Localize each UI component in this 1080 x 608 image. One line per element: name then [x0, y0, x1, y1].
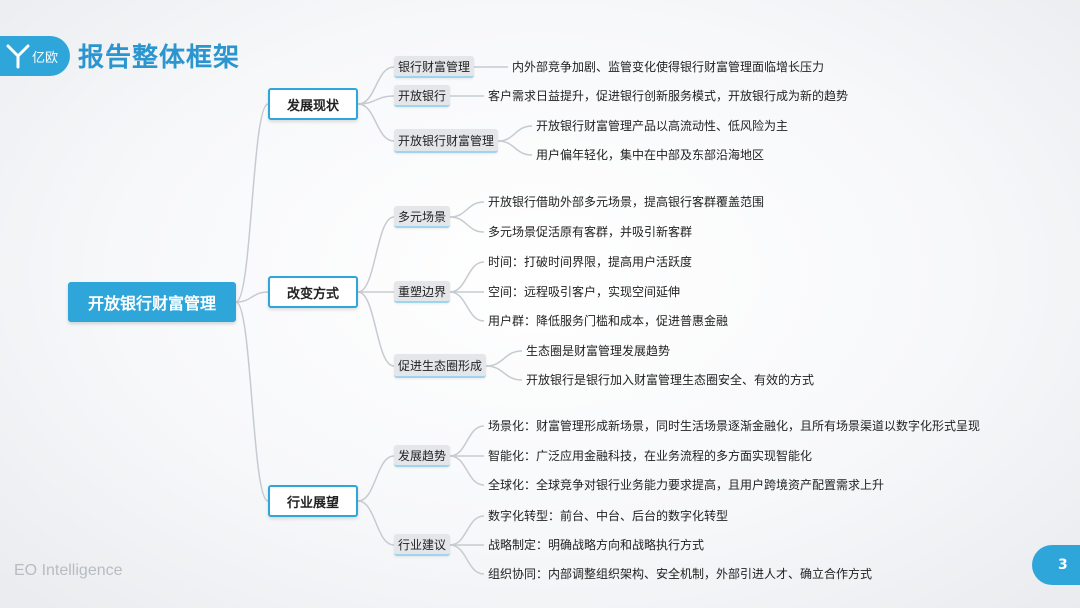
- connector-line: [357, 103, 395, 142]
- topic-development-trends: 发展趋势: [394, 445, 450, 467]
- leaf-text: 开放银行借助外部多元场景，提高银行客群覆盖范围: [488, 195, 765, 209]
- leaf-text: 用户偏年轻化，集中在中部及东部沿海地区: [536, 148, 765, 162]
- topic-bank-wealth-management: 银行财富管理: [394, 56, 474, 78]
- leaf-text: 用户群：降低服务门槛和成本，促进普惠金融: [488, 314, 729, 328]
- topic-open-banking: 开放银行: [394, 85, 450, 107]
- connector-line: [449, 216, 485, 233]
- leaf-text: 空间：远程吸引客户，实现空间延伸: [488, 285, 681, 299]
- topic-reshape-boundaries: 重塑边界: [394, 281, 450, 303]
- leaf-text: 开放银行财富管理产品以高流动性、低风险为主: [536, 119, 789, 133]
- connector-line: [357, 291, 395, 367]
- connector-line: [449, 201, 485, 218]
- mindmap-root: 开放银行财富管理: [68, 282, 236, 322]
- branch-industry-outlook: 行业展望: [268, 485, 358, 517]
- leaf-text: 多元场景促活原有客群，并吸引新客群: [488, 225, 693, 239]
- connector-line: [485, 350, 523, 367]
- topic-industry-suggestions: 行业建议: [394, 534, 450, 556]
- connector-line: [449, 291, 485, 322]
- leaf-text: 战略制定：明确战略方向和战略执行方式: [488, 538, 705, 552]
- leaf-text: 客户需求日益提升，促进银行创新服务模式，开放银行成为新的趋势: [488, 89, 849, 103]
- connector-line: [449, 515, 485, 546]
- connector-line: [357, 95, 395, 105]
- leaf-text: 开放银行是银行加入财富管理生态圈安全、有效的方式: [526, 373, 815, 387]
- topic-ecosystem-formation: 促进生态圈形成: [394, 354, 486, 378]
- connector-line: [235, 291, 269, 303]
- leaf-text: 内外部竞争加剧、监管变化使得银行财富管理面临增长压力: [512, 60, 825, 74]
- leaf-text: 组织协同：内部调整组织架构、安全机制，外部引进人才、确立合作方式: [488, 567, 873, 581]
- topic-diverse-scenarios: 多元场景: [394, 206, 450, 228]
- connector-line: [449, 455, 485, 486]
- page-number: 3: [1032, 545, 1080, 585]
- connector-line: [485, 365, 523, 381]
- connector-line: [357, 66, 395, 105]
- connector-line: [357, 216, 395, 293]
- connector-line: [497, 125, 533, 142]
- leaf-text: 智能化：广泛应用金融科技，在业务流程的多方面实现智能化: [488, 449, 813, 463]
- connector-line: [449, 261, 485, 293]
- leaf-text: 全球化：全球竞争对银行业务能力要求提高，且用户跨境资产配置需求上升: [488, 478, 885, 492]
- logo-text: 亿欧: [32, 50, 59, 66]
- topic-open-bank-wealth-management: 开放银行财富管理: [394, 129, 498, 153]
- branch-change-mode: 改变方式: [268, 276, 358, 308]
- leaf-text: 生态圈是财富管理发展趋势: [526, 344, 671, 358]
- connector-line: [357, 500, 395, 546]
- connector-line: [449, 425, 485, 457]
- yiou-logo-icon: [6, 44, 30, 69]
- logo-badge: 亿欧: [0, 36, 70, 76]
- connector-line: [357, 455, 395, 502]
- connector-line: [235, 103, 269, 303]
- connector-line: [449, 544, 485, 575]
- branch-development-status: 发展现状: [268, 88, 358, 120]
- leaf-text: 时间：打破时间界限，提高用户活跃度: [488, 255, 693, 269]
- footer-brand: EO Intelligence: [14, 562, 123, 579]
- leaf-text: 场景化：财富管理形成新场景，同时生活场景逐渐金融化，且所有场景渠道以数字化形式呈…: [488, 419, 981, 433]
- page-title: 报告整体框架: [78, 43, 241, 73]
- connector-line: [235, 301, 269, 502]
- leaf-text: 数字化转型：前台、中台、后台的数字化转型: [488, 509, 729, 523]
- connector-line: [497, 140, 533, 156]
